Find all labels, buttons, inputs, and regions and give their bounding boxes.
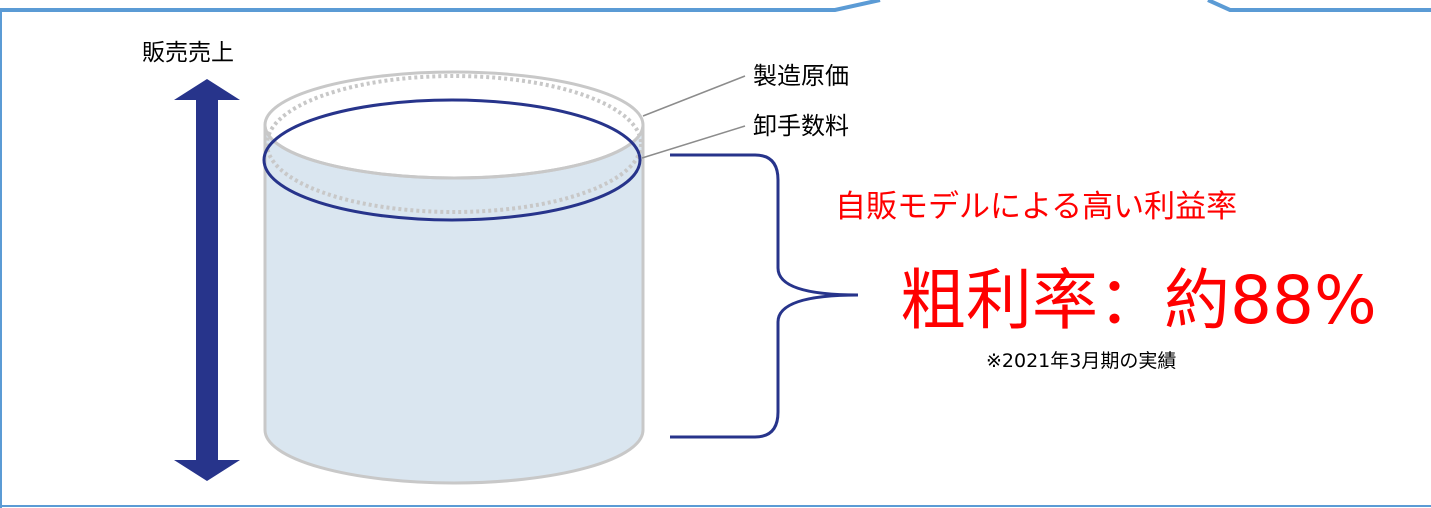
manufacturing-cost-leader: [642, 75, 746, 117]
wholesale-commission-leader: [641, 125, 746, 159]
wholesale-commission-label: 卸手数料: [753, 112, 849, 140]
manufacturing-cost-label: 製造原価: [753, 62, 849, 90]
high-margin-headline: 自販モデルによる高い利益率: [835, 189, 1238, 225]
sales-double-arrow: [174, 79, 240, 481]
frame-border: [0, 0, 881, 508]
manufacturing-cost-boundary: [265, 74, 643, 214]
gross-margin-surface: [262, 98, 642, 222]
cylinder-top-ellipse: [263, 70, 645, 180]
period-footnote: ※2021年3月期の実績: [986, 350, 1177, 372]
sales-label: 販売売上: [142, 40, 234, 66]
frame-border-right: [1207, 0, 1431, 12]
gross-margin-value: 粗利率：約88%: [900, 262, 1377, 339]
gross-margin-brace: [670, 153, 859, 439]
